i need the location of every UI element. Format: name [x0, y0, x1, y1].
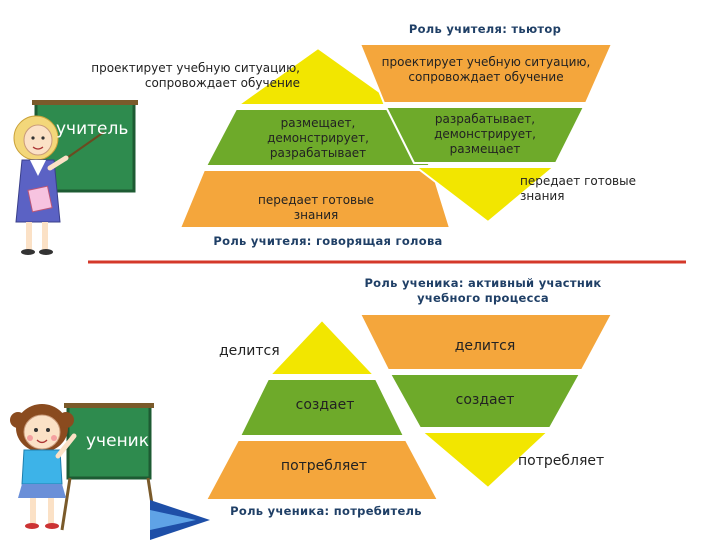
tier-green — [238, 378, 406, 437]
tier-orange — [358, 43, 614, 104]
tier-orange — [204, 439, 440, 501]
tier-orange — [358, 313, 614, 371]
student-right-middle-text: создает — [455, 392, 515, 408]
teacher-right-bottom-text: передает готовые знания — [520, 174, 636, 203]
teacher-caption-right: Роль учителя: тьютор — [408, 22, 562, 36]
tier-yellow — [234, 46, 402, 106]
tier-green — [384, 106, 586, 164]
student-pyramid-left — [204, 318, 440, 501]
teacher-illustration-icon — [13, 100, 138, 255]
blue-arrow-icon — [150, 500, 210, 540]
student-left-bottom-text: потребляет — [280, 458, 368, 474]
teacher-board-label: учитель — [56, 119, 129, 139]
student-caption-right: Роль ученика: активный участник учебного… — [364, 276, 602, 305]
teacher-pyramid-right — [358, 43, 614, 224]
tier-yellow — [413, 166, 557, 224]
teacher-caption-left: Роль учителя: говорящая голова — [213, 234, 443, 248]
student-board-label: ученик — [86, 431, 149, 451]
tier-yellow — [419, 431, 551, 490]
teacher-left-middle-text: размещает, демонстрирует, разрабатывает — [267, 116, 369, 160]
teacher-right-top-text: проектирует учебную ситуацию, сопровожда… — [381, 55, 591, 84]
teacher-left-top-text: проектирует учебную ситуацию, сопровожда… — [91, 61, 300, 90]
teacher-left-bottom-text: передает готовые знания — [258, 193, 374, 222]
student-right-top-text: делится — [454, 338, 516, 354]
student-left-top-text: делится — [219, 343, 280, 359]
teacher-right-middle-text: разрабатывает, демонстрирует, размещает — [434, 112, 536, 156]
tier-yellow — [267, 318, 377, 376]
student-left-middle-text: создает — [295, 397, 355, 413]
student-illustration-icon — [10, 403, 158, 531]
student-caption-left: Роль ученика: потребитель — [230, 504, 422, 518]
student-right-bottom-text: потребляет — [518, 453, 605, 469]
student-pyramid-right — [358, 313, 614, 490]
tier-green — [388, 373, 582, 429]
tier-orange — [178, 169, 452, 229]
